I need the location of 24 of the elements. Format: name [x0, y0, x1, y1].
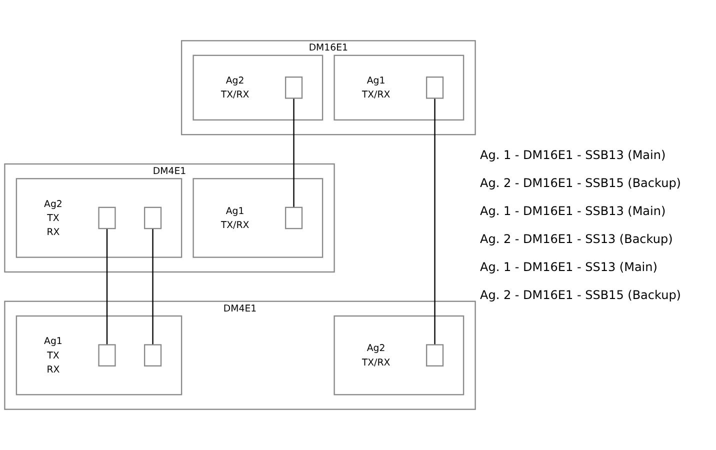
cluster: Ag1 TX/RX	[334, 54, 464, 121]
node-box	[98, 344, 116, 366]
node-box	[284, 76, 303, 99]
note-text: Ag. 2 - DM16E1 - SS13 (Backup)	[480, 232, 674, 246]
connector	[152, 228, 154, 345]
cluster: Ag2 TX/RX	[192, 54, 324, 121]
connector	[293, 98, 294, 208]
node-box	[426, 344, 444, 366]
note-text: Ag. 2 - DM16E1 - SSB15 (Backup)	[480, 176, 682, 190]
node-box	[284, 206, 303, 230]
note-text: Ag. 1 - DM16E1 - SS13 (Main)	[480, 260, 658, 274]
note-text: Ag. 1 - DM16E1 - SSB13 (Main)	[480, 148, 667, 162]
cluster: Ag1 TX/RX	[192, 178, 324, 258]
node-box	[98, 206, 116, 230]
cluster: Ag2 TX/RX	[334, 315, 464, 396]
connector	[106, 228, 108, 345]
connector	[434, 98, 436, 345]
cluster: Ag1 TX RX	[16, 315, 182, 396]
cluster: Ag2 TX RX	[16, 178, 182, 258]
note-text: Ag. 1 - DM16E1 - SSB13 (Main)	[480, 204, 667, 218]
node-box	[426, 76, 444, 99]
node-box	[144, 206, 162, 230]
note-text: Ag. 2 - DM16E1 - SSB15 (Backup)	[480, 288, 682, 302]
node-box	[144, 344, 162, 366]
